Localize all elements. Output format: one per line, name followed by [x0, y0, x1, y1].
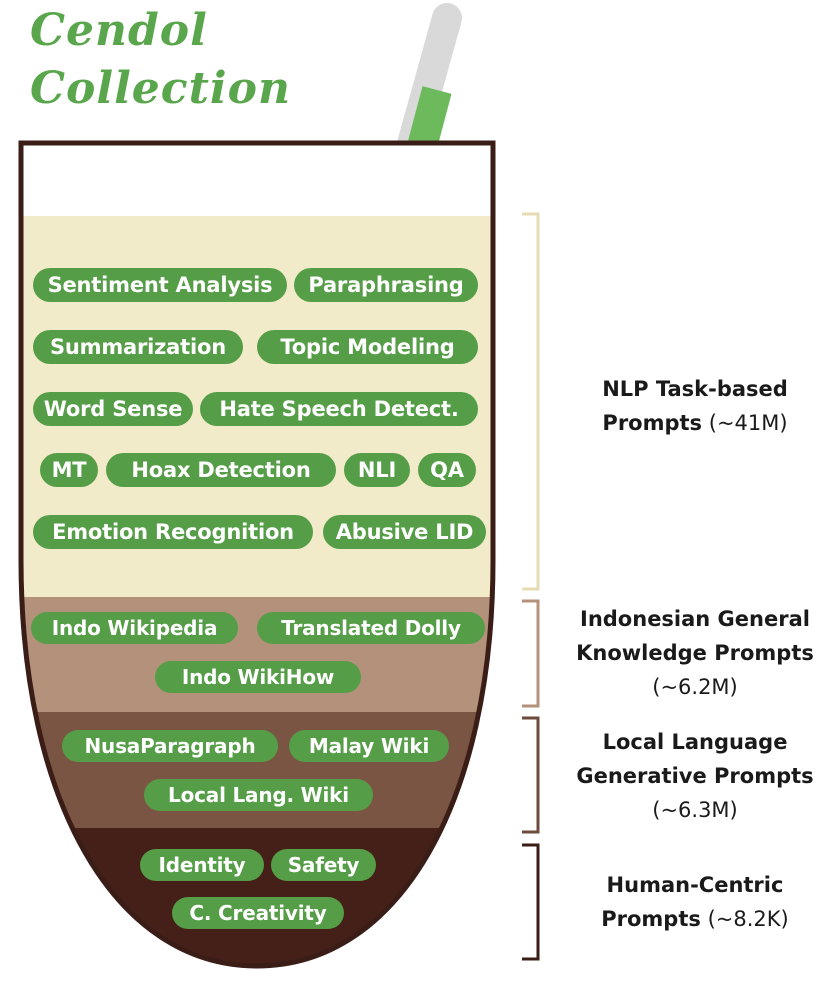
label-nlp-count: (~41M) — [708, 411, 788, 435]
pill-translated-dolly: Translated Dolly — [257, 612, 485, 644]
title-line-2: Collection — [30, 63, 291, 114]
pill-sentiment-analysis: Sentiment Analysis — [33, 268, 287, 302]
pill-c-creativity: C. Creativity — [172, 897, 344, 929]
pill-malay-wiki: Malay Wiki — [289, 730, 449, 762]
label-general-line-1: Indonesian General — [580, 607, 810, 631]
label-local-line-2: Generative Prompts — [576, 764, 814, 788]
label-human-line-2: Prompts — [601, 907, 701, 931]
bracket-general-knowledge — [522, 599, 540, 708]
diagram-title: Cendol Collection — [30, 2, 291, 118]
pill-word-sense: Word Sense — [33, 392, 193, 426]
label-nlp-line-2: Prompts — [602, 411, 703, 435]
bracket-local-language — [522, 716, 540, 834]
pill-mt: MT — [40, 453, 98, 487]
label-nlp-task-based: NLP Task-based Prompts (~41M) — [565, 372, 825, 440]
pill-hoax-detection: Hoax Detection — [106, 453, 336, 487]
pill-nli: NLI — [344, 453, 410, 487]
bracket-human-centric — [522, 843, 540, 961]
pill-qa: QA — [418, 453, 476, 487]
title-line-1: Cendol — [30, 5, 208, 56]
pill-identity: Identity — [140, 849, 264, 881]
pill-safety: Safety — [271, 849, 376, 881]
pill-paraphrasing: Paraphrasing — [294, 268, 478, 302]
label-human-count: (~8.2K) — [707, 907, 789, 931]
label-nlp-line-1: NLP Task-based — [602, 377, 788, 401]
label-general-knowledge: Indonesian General Knowledge Prompts (~6… — [565, 602, 825, 704]
pill-hate-speech-detect: Hate Speech Detect. — [200, 392, 478, 426]
pill-summarization: Summarization — [33, 330, 243, 364]
pill-abusive-lid: Abusive LID — [323, 515, 486, 549]
cup-outline — [18, 140, 496, 969]
label-human-centric: Human-Centric Prompts (~8.2K) — [565, 868, 825, 936]
label-general-count: (~6.2M) — [652, 675, 738, 699]
cup-empty-space — [21, 143, 493, 216]
label-local-line-1: Local Language — [602, 730, 788, 754]
pill-indo-wikipedia: Indo Wikipedia — [31, 612, 238, 644]
pill-local-lang-wiki: Local Lang. Wiki — [144, 779, 373, 811]
label-human-line-1: Human-Centric — [606, 873, 784, 897]
label-general-line-2: Knowledge Prompts — [576, 641, 814, 665]
pill-nusaparagraph: NusaParagraph — [62, 730, 278, 762]
label-local-count: (~6.3M) — [652, 798, 738, 822]
pill-indo-wikihow: Indo WikiHow — [155, 661, 361, 693]
bracket-nlp — [522, 212, 540, 591]
pill-emotion-recognition: Emotion Recognition — [33, 515, 313, 549]
pill-topic-modeling: Topic Modeling — [257, 330, 478, 364]
label-local-language: Local Language Generative Prompts (~6.3M… — [565, 725, 825, 827]
